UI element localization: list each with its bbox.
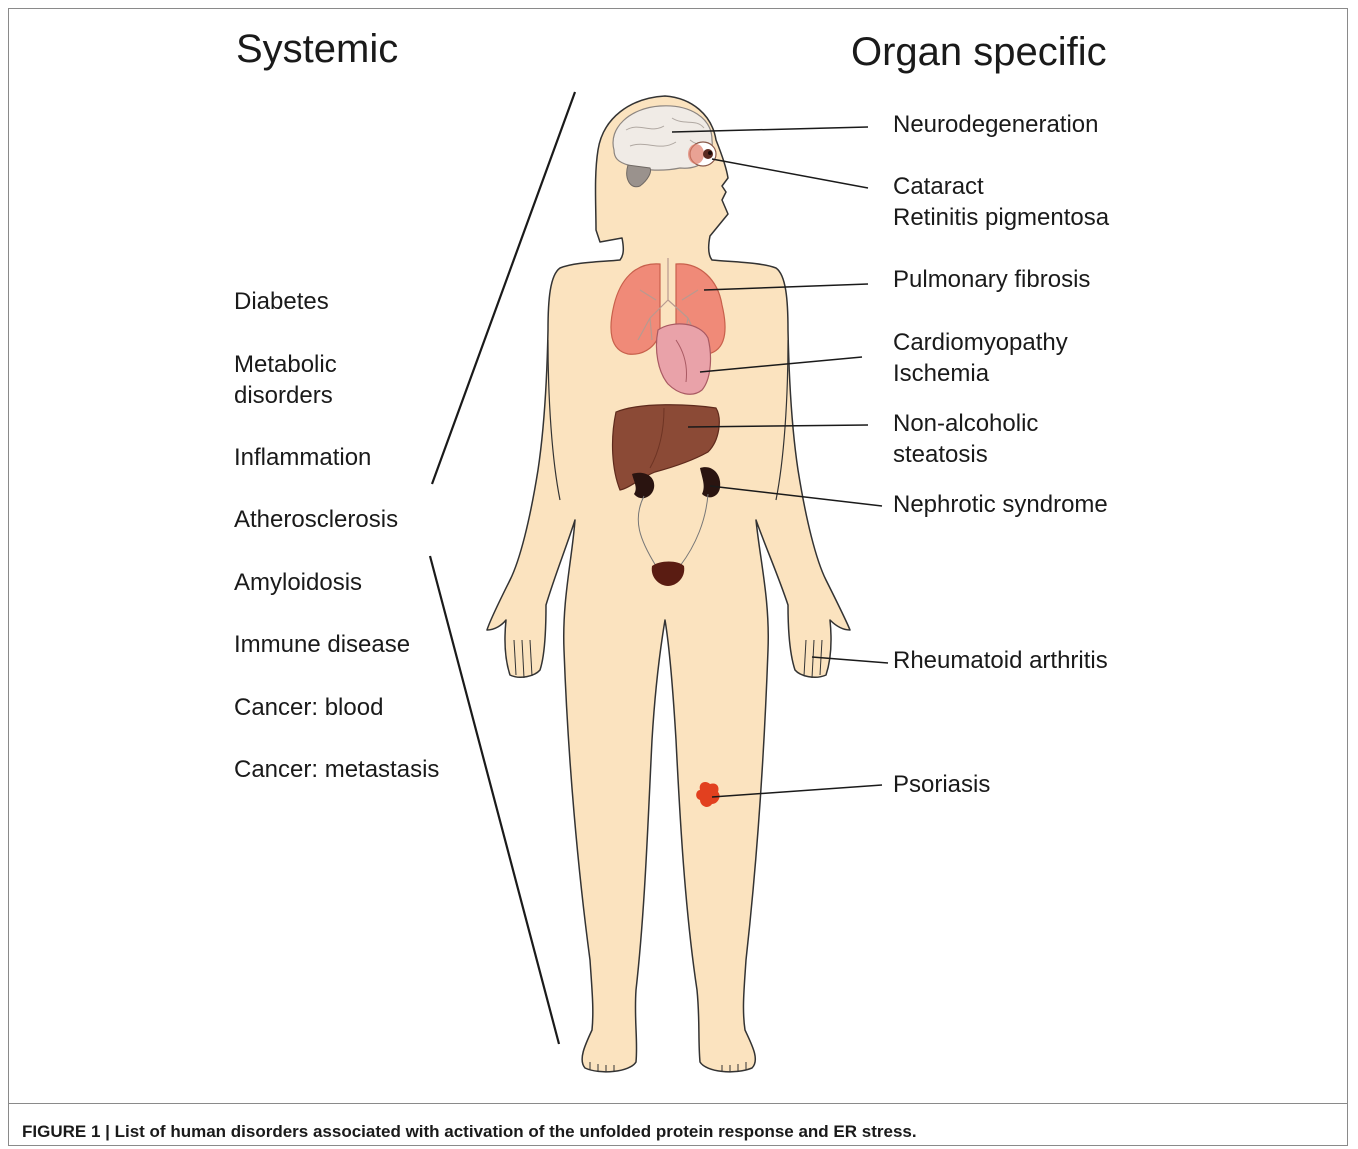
organ-psoriasis: Psoriasis bbox=[893, 769, 990, 800]
leader-cataract bbox=[712, 159, 868, 188]
organ-rheumatoid-arthritis: Rheumatoid arthritis bbox=[893, 645, 1108, 676]
organ-retinitis-pigmentosa: Retinitis pigmentosa bbox=[893, 202, 1109, 233]
organ-neurodegeneration: Neurodegeneration bbox=[893, 109, 1099, 140]
organ-cataract: Cataract bbox=[893, 171, 1109, 202]
systemic-diabetes: Diabetes bbox=[234, 286, 329, 317]
organ-pulmonary-fibrosis: Pulmonary fibrosis bbox=[893, 264, 1090, 295]
systemic-cancer-metastasis: Cancer: metastasis bbox=[234, 754, 439, 785]
organ-ischemia: Ischemia bbox=[893, 358, 1068, 389]
systemic-inflammation: Inflammation bbox=[234, 442, 371, 473]
systemic-metabolic-disorders: Metabolic disorders bbox=[234, 349, 394, 411]
systemic-atherosclerosis: Atherosclerosis bbox=[234, 504, 398, 535]
organ-eye-conditions: Cataract Retinitis pigmentosa bbox=[893, 171, 1109, 233]
organ-specific-heading: Organ specific bbox=[851, 32, 1107, 72]
organ-cardiomyopathy: Cardiomyopathy bbox=[893, 327, 1068, 358]
organ-nephrotic-syndrome: Nephrotic syndrome bbox=[893, 489, 1108, 520]
eye-icon bbox=[688, 142, 716, 166]
organ-steatosis: steatosis bbox=[893, 439, 1038, 470]
organ-heart-conditions: Cardiomyopathy Ischemia bbox=[893, 327, 1068, 389]
figure-caption: FIGURE 1 | List of human disorders assoc… bbox=[22, 1122, 917, 1142]
systemic-immune-disease: Immune disease bbox=[234, 629, 410, 660]
organ-liver-conditions: Non-alcoholic steatosis bbox=[893, 408, 1038, 470]
systemic-heading: Systemic bbox=[236, 29, 398, 69]
systemic-amyloidosis: Amyloidosis bbox=[234, 567, 362, 598]
organ-non-alcoholic: Non-alcoholic bbox=[893, 408, 1038, 439]
systemic-cancer-blood: Cancer: blood bbox=[234, 692, 383, 723]
